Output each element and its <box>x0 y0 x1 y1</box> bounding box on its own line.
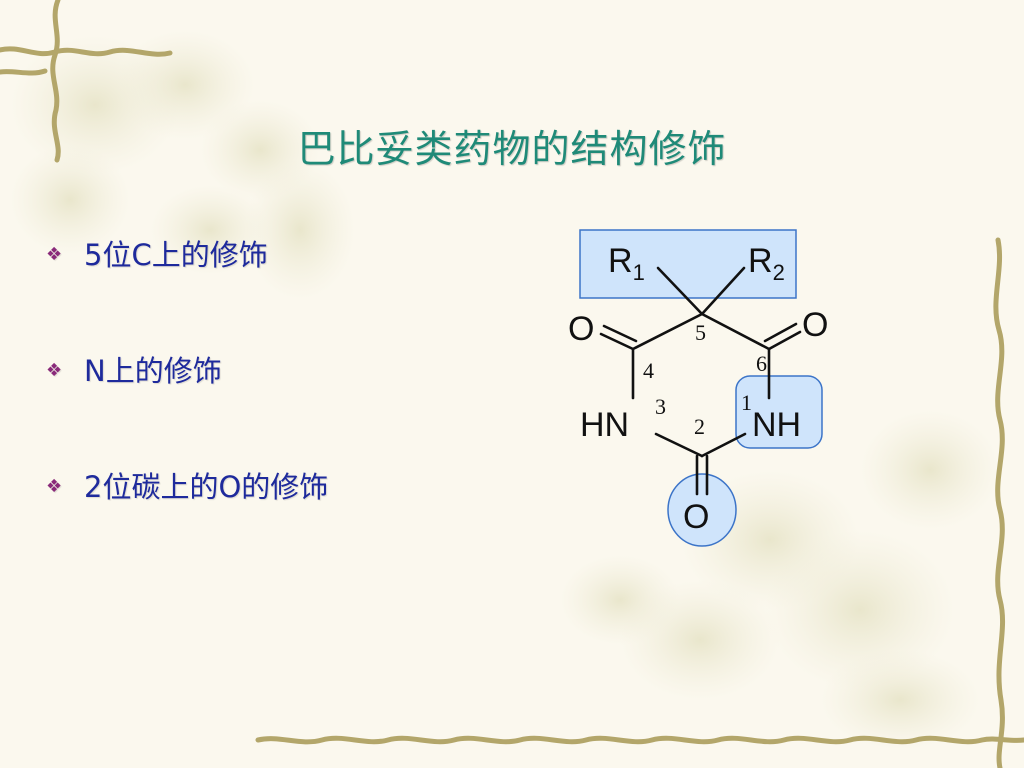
bond-n3-c2 <box>654 432 704 458</box>
position-4: 4 <box>643 358 654 383</box>
bond-c6-o-double <box>763 322 798 343</box>
r2-label: R2 <box>748 242 785 285</box>
bullet-text: 2位碳上的O的修饰 <box>84 470 329 504</box>
vine-right <box>993 237 1006 768</box>
position-3: 3 <box>655 394 666 419</box>
highlight-c5-substituents <box>579 229 797 299</box>
bullet-item-c5: ❖ 5位C上的修饰 <box>46 232 268 274</box>
bond-c6-o <box>767 330 802 351</box>
bond-c5-c4 <box>631 312 704 351</box>
bullet-item-c2-oxygen: ❖ 2位碳上的O的修饰 <box>46 464 328 506</box>
bond-c5-r2 <box>700 266 746 316</box>
position-1: 1 <box>741 390 752 415</box>
slide-title: 巴比妥类药物的结构修饰 <box>297 127 727 171</box>
bond-c4-o-double <box>602 324 638 343</box>
diamond-cluster-icon: ❖ <box>46 243 63 265</box>
bond-c4-o <box>599 332 635 351</box>
barbiturate-structure: R1 R2 O O HN NH O 1 2 3 4 5 6 <box>568 229 828 547</box>
bond-c5-c6 <box>700 312 771 351</box>
bonds <box>599 266 802 496</box>
vine-bottom <box>255 735 1024 745</box>
vine-top-left <box>0 0 173 163</box>
bond-c5-r1 <box>656 266 704 316</box>
diamond-cluster-icon: ❖ <box>46 475 63 497</box>
bullet-item-n: ❖ N上的修饰 <box>46 348 222 390</box>
bond-n1-c2 <box>700 432 747 458</box>
position-2: 2 <box>694 414 705 439</box>
position-6: 6 <box>756 351 767 376</box>
diamond-cluster-icon: ❖ <box>46 359 63 381</box>
bullet-text: 5位C上的修饰 <box>84 238 268 272</box>
nitrogen-3: HN <box>580 406 629 444</box>
oxygen-c2: O <box>683 498 709 536</box>
nitrogen-1: NH <box>752 406 801 444</box>
position-5: 5 <box>695 320 706 345</box>
highlight-n1 <box>735 375 823 449</box>
oxygen-c6: O <box>802 306 828 344</box>
oxygen-c4: O <box>568 310 594 348</box>
r1-label: R1 <box>608 242 645 285</box>
bullet-text: N上的修饰 <box>84 354 222 388</box>
highlight-c2-oxygen <box>667 473 737 547</box>
